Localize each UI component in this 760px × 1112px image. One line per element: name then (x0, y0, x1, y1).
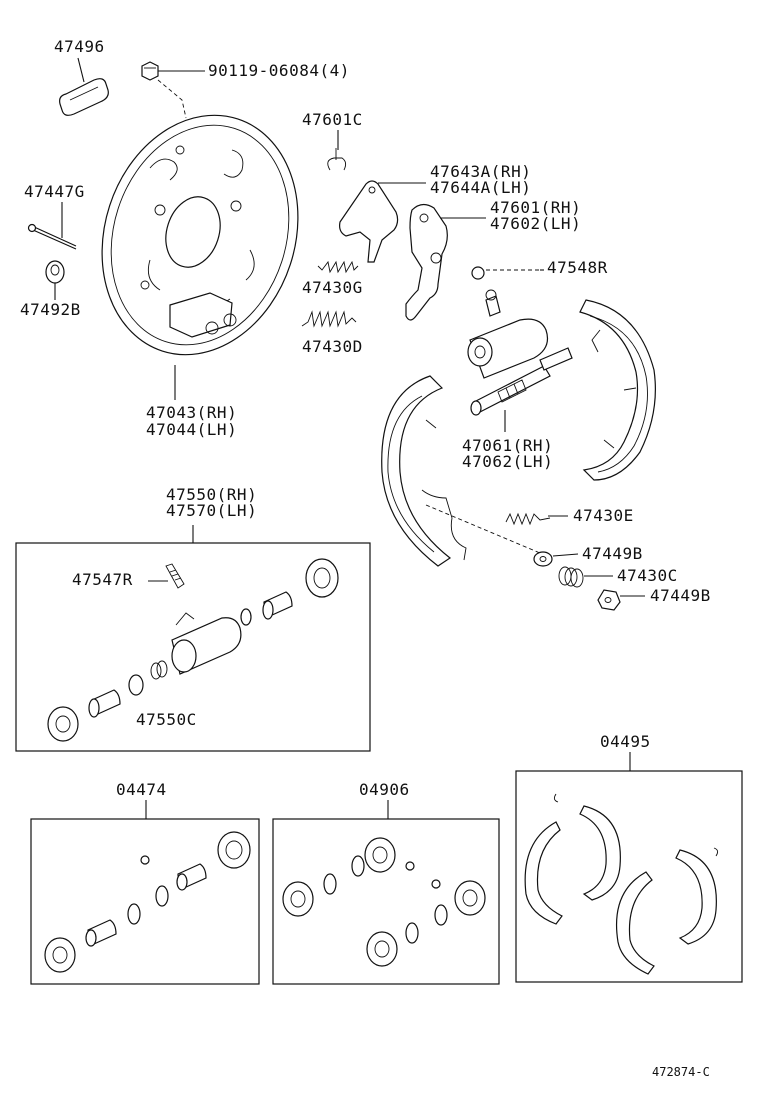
label-47550C: 47550C (136, 710, 197, 729)
label-04906: 04906 (359, 780, 410, 799)
part-47430C-spring (558, 566, 584, 588)
label-47601C: 47601C (302, 110, 363, 129)
label-47570: 47570(LH) (166, 501, 257, 520)
part-47449B-cup-2 (597, 589, 621, 611)
box-04495-contents (524, 793, 719, 975)
part-47548R-nut (471, 266, 485, 280)
box-04474-kit (30, 818, 260, 985)
label-47043: 47043(RH) (146, 403, 237, 422)
wheel-cylinder-assembly (467, 289, 549, 379)
label-90119: 90119-06084(4) (208, 61, 350, 80)
part-47496-plug (59, 78, 109, 116)
label-47492B: 47492B (20, 300, 81, 319)
box-47550-contents (47, 558, 339, 742)
part-47061-adjuster (470, 347, 573, 416)
box-04906-contents (282, 837, 486, 967)
brake-shoe-left (381, 375, 467, 567)
part-90119-bolt (141, 61, 159, 81)
label-47496: 47496 (54, 37, 105, 56)
part-47430D-spring (301, 310, 357, 328)
box-04906-kit (272, 818, 500, 985)
backing-plate (101, 114, 299, 356)
label-47644A: 47644A(LH) (430, 178, 531, 197)
label-47601: 47601(RH) (490, 198, 581, 217)
brake-shoe-right (579, 299, 656, 481)
part-47643A-lever (339, 180, 399, 263)
box-04495-kit (515, 770, 743, 983)
part-47492B-cup (45, 260, 65, 284)
label-47548R: 47548R (547, 258, 608, 277)
part-47430G-spring (317, 260, 359, 274)
label-47643A: 47643A(RH) (430, 162, 531, 181)
label-47449B-2: 47449B (650, 586, 711, 605)
part-47601-strut (405, 203, 448, 321)
label-47430E: 47430E (573, 506, 634, 525)
label-47602: 47602(LH) (490, 214, 581, 233)
label-47547R: 47547R (72, 570, 133, 589)
label-47430C: 47430C (617, 566, 678, 585)
label-04474: 04474 (116, 780, 167, 799)
label-47550: 47550(RH) (166, 485, 257, 504)
label-47044: 47044(LH) (146, 420, 237, 439)
label-47061: 47061(RH) (462, 436, 553, 455)
part-47601C-clip (327, 148, 347, 171)
label-47447G: 47447G (24, 182, 85, 201)
label-47449B-1: 47449B (582, 544, 643, 563)
label-04495: 04495 (600, 732, 651, 751)
part-47447G-pin (27, 223, 77, 250)
part-47430E-spring (505, 512, 551, 526)
box-04474-contents (44, 831, 251, 973)
label-47430G: 47430G (302, 278, 363, 297)
part-47449B-cup-1 (533, 551, 553, 567)
label-47430D: 47430D (302, 337, 363, 356)
diagram-code: 472874-C (652, 1065, 710, 1079)
label-47062: 47062(LH) (462, 452, 553, 471)
